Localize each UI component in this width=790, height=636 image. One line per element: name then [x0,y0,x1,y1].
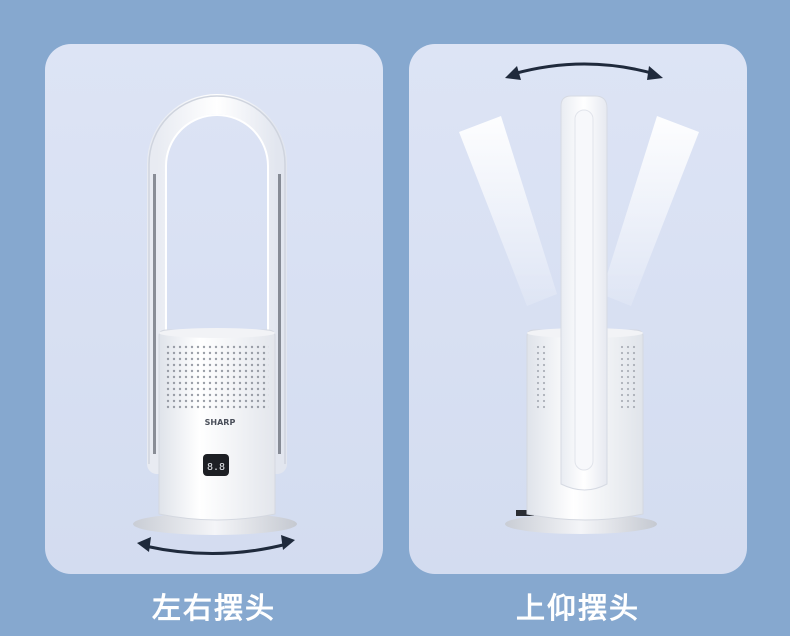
left-fan-illustration: SHARP 8.8 [133,94,297,556]
fan-base-plate [133,513,297,535]
right-fan-illustration [459,62,699,534]
arm-inner-face [574,109,594,471]
display-readout: 8.8 [207,462,225,473]
left-swing-panel: SHARP 8.8 [45,44,383,574]
left-caption: 左右摆头 [151,591,276,625]
ring-outer-edge [148,95,286,464]
ring-inner-edge [165,114,269,464]
side-mesh-right [619,344,637,410]
power-cord [516,510,534,516]
ring-left-slot [153,174,156,454]
air-intake-mesh [165,344,269,410]
fan-loop-ring [147,94,287,474]
control-display [203,454,229,476]
right-caption: 上仰摆头 [515,591,640,625]
ring-right-slot [278,174,281,454]
fan-base-plate-right [505,514,657,534]
fan-body-top [159,328,275,338]
tilt-ghost-left [459,116,557,306]
vertical-tilt-arrow-icon [505,62,663,80]
side-mesh-left [533,344,549,410]
horizontal-swing-arrow-icon [137,535,295,556]
tilt-ghost-right [601,116,699,306]
brand-label: SHARP [205,418,236,427]
right-tilt-panel [409,44,747,574]
